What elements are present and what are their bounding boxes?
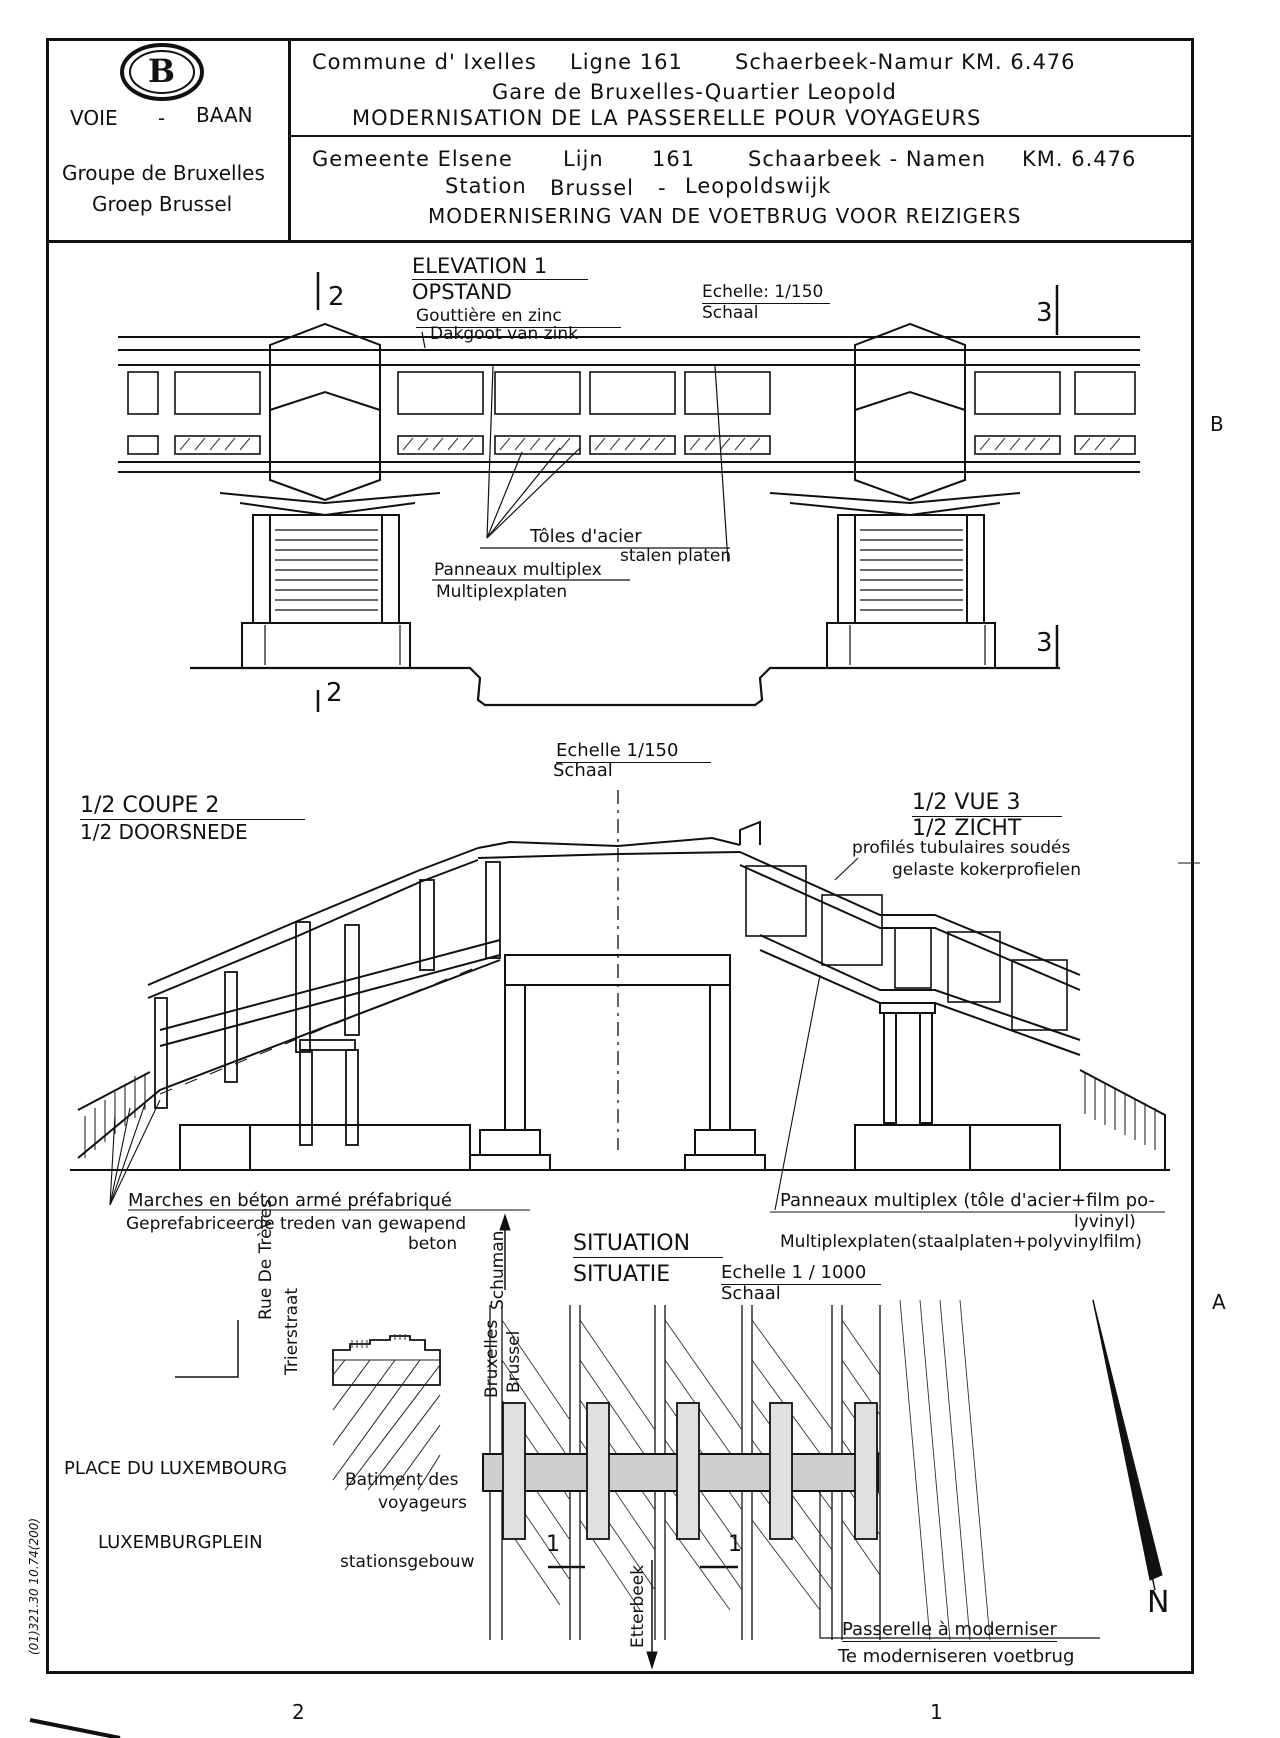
title-nl-dash: - <box>658 176 667 200</box>
multiplex-panels-nl: Multiplexplaten <box>436 582 568 602</box>
title-nl-lijn-number: 161 <box>652 147 696 171</box>
title-nl-km: KM. 6.476 <box>1022 147 1137 171</box>
situation-scale-nl: Schaal <box>721 1283 781 1304</box>
half-view-title-fr: 1/2 VUE 3 <box>912 792 1062 817</box>
section-cut-1-left: 1 <box>546 1532 560 1557</box>
elevation-title-fr: ELEVATION 1 <box>412 256 588 280</box>
stair-tower-left <box>219 322 441 669</box>
title-nl-wijk: Leopoldswijk <box>685 174 832 198</box>
section-marker-3-bottom: 3 <box>1036 628 1053 658</box>
section-marker-2-top: 2 <box>328 282 345 312</box>
section-drawing <box>70 790 1170 1213</box>
street-name-fr: Rue De Trèves <box>256 1199 276 1320</box>
multiplex-panels-fr: Panneaux multiplex <box>434 560 602 580</box>
elevation-scale-fr: Echelle: 1/150 <box>702 284 830 304</box>
baan-label: BAAN <box>196 103 253 127</box>
section-cut-1-right: 1 <box>728 1532 742 1557</box>
logo-letter: B <box>148 52 176 90</box>
gutter-label-fr: Gouttière en zinc <box>416 308 621 328</box>
multiplex-detail-fr-2: lyvinyl) <box>1074 1212 1136 1232</box>
grid-row-b: B <box>1210 412 1224 436</box>
half-view-title-nl: 1/2 ZICHT <box>912 816 1022 841</box>
section-marker-3-top: 3 <box>1036 298 1053 328</box>
welded-tubes-nl: gelaste kokerprofielen <box>892 860 1082 880</box>
voie-baan-dash: - <box>158 106 166 130</box>
title-fr-station: Gare de Bruxelles-Quartier Leopold <box>492 80 897 104</box>
group-name-fr: Groupe de Bruxelles <box>62 161 265 185</box>
multiplex-detail-fr-1: Panneaux multiplex (tôle d'acier+film po… <box>780 1190 1155 1211</box>
footbridge-label-fr: Passerelle à moderniser <box>842 1619 1057 1642</box>
header-language-divider <box>288 135 1194 137</box>
group-name-nl: Groep Brussel <box>92 192 233 216</box>
drawing-frame <box>46 38 1194 1674</box>
half-section-title-nl: 1/2 DOORSNEDE <box>80 820 248 844</box>
precast-steps-nl-1: Geprefabriceerde treden van gewapend <box>126 1214 467 1234</box>
multiplex-detail-nl: Multiplexplaten(staalplaten+polyvinylfil… <box>780 1232 1142 1252</box>
title-fr-project: MODERNISATION DE LA PASSERELLE POUR VOYA… <box>352 106 982 130</box>
situation-plan <box>175 1213 1163 1670</box>
title-nl-lijn: Lijn <box>563 147 604 171</box>
steel-plates-fr: Tôles d'acier <box>530 526 642 547</box>
direction-brussel: Brussel <box>504 1330 524 1393</box>
precast-steps-fr: Marches en béton armé préfabriqué <box>128 1190 452 1211</box>
precast-steps-nl-2: beton <box>408 1234 458 1254</box>
direction-bruxelles: Bruxelles <box>482 1319 502 1398</box>
welded-tubes-fr: profilés tubulaires soudés <box>852 838 1071 858</box>
footbridge-label-nl: Te moderniseren voetbrug <box>838 1646 1075 1667</box>
place-name-nl: LUXEMBURGPLEIN <box>98 1532 263 1553</box>
margin-marks <box>29 862 1200 1738</box>
place-name-fr: PLACE DU LUXEMBOURG <box>64 1458 288 1479</box>
grid-col-1: 1 <box>930 1700 943 1724</box>
title-fr-ligne: Ligne 161 <box>570 50 683 74</box>
drawing-reference-code: (01)321.30 10.74(200) <box>27 1517 41 1655</box>
north-label: N <box>1147 1585 1170 1620</box>
header-divider <box>288 38 291 242</box>
elevation-drawing <box>118 272 1140 712</box>
section-marker-2-bottom: 2 <box>326 678 343 708</box>
title-nl-route: Schaarbeek - Namen <box>748 147 987 171</box>
half-section-title-fr: 1/2 COUPE 2 <box>80 795 305 820</box>
stair-tower-right <box>769 322 1021 669</box>
section-scale-nl: Schaal <box>553 760 613 781</box>
street-name-nl: Trierstraat <box>282 1287 302 1375</box>
elevation-title-nl: OPSTAND <box>412 280 512 304</box>
grid-row-a: A <box>1212 1290 1226 1314</box>
header-bottom-rule <box>46 240 1194 243</box>
situation-title-fr: SITUATION <box>573 1233 723 1258</box>
situation-scale-fr: Echelle 1 / 1000 <box>721 1264 881 1285</box>
title-nl-gemeente: Gemeente Elsene <box>312 147 513 171</box>
title-nl-station: Station <box>445 174 527 198</box>
gutter-label-nl: Dakgoot van zink <box>430 324 578 344</box>
title-nl-brussel: Brussel <box>550 176 634 200</box>
elevation-scale-nl: Schaal <box>702 303 759 323</box>
title-nl-project: MODERNISERING VAN DE VOETBRUG VOOR REIZI… <box>428 204 1022 228</box>
title-fr-route: Schaerbeek-Namur KM. 6.476 <box>735 50 1076 74</box>
sncb-logo <box>120 43 204 101</box>
station-building-nl: stationsgebouw <box>340 1552 475 1572</box>
station-building-fr-1: Batiment des <box>345 1470 459 1490</box>
station-building-fr-2: voyageurs <box>378 1493 467 1513</box>
title-fr-commune: Commune d' Ixelles <box>312 50 537 74</box>
voie-label: VOIE <box>70 106 118 130</box>
direction-etterbeek: Etterbeek <box>628 1564 648 1648</box>
grid-col-2: 2 <box>292 1700 305 1724</box>
situation-title-nl: SITUATIE <box>573 1262 671 1287</box>
section-scale-fr: Echelle 1/150 <box>556 742 711 763</box>
steel-plates-nl: stalen platen <box>620 546 732 566</box>
direction-schuman: Schuman <box>488 1230 508 1310</box>
